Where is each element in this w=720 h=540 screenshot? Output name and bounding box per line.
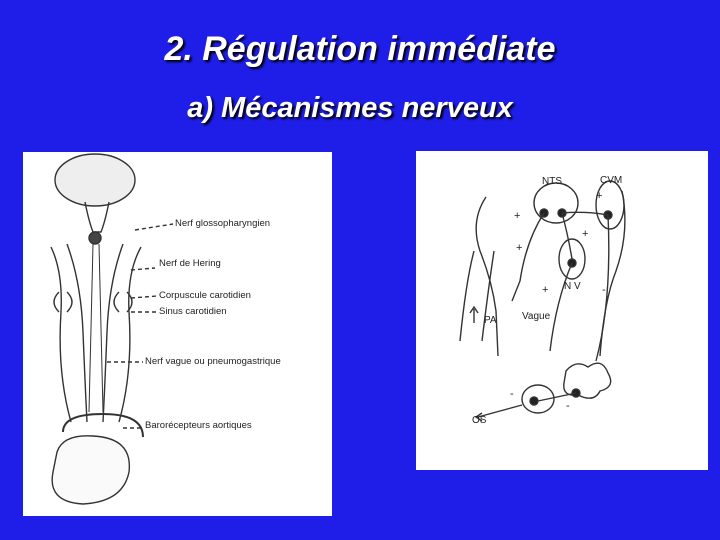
- brain-shape: [54, 153, 136, 207]
- slide-title: 2. Régulation immédiate: [164, 30, 556, 68]
- sign-5: -: [602, 284, 606, 296]
- effector-cell: [521, 384, 555, 414]
- aortic-arch: [62, 412, 144, 438]
- afferent-path: [511, 212, 545, 302]
- vagus-nerve: [88, 243, 94, 413]
- label-vagus: Nerf vague ou pneumogastrique: [145, 356, 281, 367]
- sign-4: +: [596, 190, 602, 202]
- os-output: [477, 404, 523, 418]
- nerve-anatomy-figure: Nerf glossopharyngien Nerf de Hering Cor…: [23, 152, 332, 516]
- neuron-5: [529, 396, 539, 406]
- pa-vessel: [459, 250, 495, 342]
- sign-2: +: [516, 242, 522, 254]
- slide-subtitle: a) Mécanismes nerveux: [187, 92, 513, 124]
- reflex-circuit-figure: NTS CVM N V PA Vague OS + + + + - + - -: [416, 151, 708, 470]
- sign-6: +: [542, 284, 548, 296]
- reflex-circuit-drawing: NTS CVM N V PA Vague OS + + + + - + - -: [459, 175, 626, 426]
- nts-cvm-link: [561, 211, 609, 216]
- heart-shape: [51, 435, 131, 505]
- peripheral-ganglion: [563, 362, 612, 399]
- ganglion-link: [537, 392, 577, 402]
- left-vessel-inner: [66, 243, 88, 423]
- sign-3: +: [582, 228, 588, 240]
- nv-nucleus: [558, 238, 586, 280]
- brainstem-outline-left: [475, 196, 499, 357]
- nts-nv-link: [561, 212, 573, 260]
- label-nts: NTS: [542, 176, 562, 187]
- hering-nerve: [98, 243, 104, 413]
- nts-nucleus: [533, 182, 579, 224]
- left-vessel-outer: [50, 246, 72, 423]
- label-carotid-body: Corpuscule carotidien: [159, 290, 251, 301]
- label-pa: PA: [484, 315, 497, 326]
- sign-7: -: [510, 388, 514, 400]
- sign-8: -: [566, 400, 570, 412]
- label-aortic-baroreceptors: Barorécepteurs aortiques: [145, 420, 252, 431]
- label-nv: N V: [564, 281, 581, 292]
- pa-arrow: [469, 305, 479, 323]
- vagus-path: [549, 262, 573, 352]
- label-vague: Vague: [522, 311, 551, 322]
- label-glossopharyngeal: Nerf glossopharyngien: [175, 218, 270, 229]
- cvm-nucleus: [595, 180, 625, 230]
- right-vessel-outer: [118, 246, 142, 423]
- ganglion: [88, 231, 102, 245]
- right-carotid-sinus: [113, 291, 133, 313]
- pointer-line-2: [130, 267, 156, 271]
- label-cvm: CVM: [600, 175, 622, 186]
- left-carotid-sinus: [53, 291, 73, 313]
- efferent-path: [595, 214, 610, 362]
- label-os: OS: [472, 415, 487, 426]
- os-arrowhead: [474, 412, 483, 422]
- sign-1: +: [514, 210, 520, 222]
- label-hering: Nerf de Hering: [159, 258, 221, 269]
- label-carotid-sinus: Sinus carotidien: [159, 306, 227, 317]
- nerve-anatomy-drawing: Nerf glossopharyngien Nerf de Hering Cor…: [50, 153, 281, 505]
- right-vessel-inner: [102, 243, 124, 423]
- pointer-line-1: [134, 223, 174, 231]
- pointer-line-3: [130, 295, 158, 299]
